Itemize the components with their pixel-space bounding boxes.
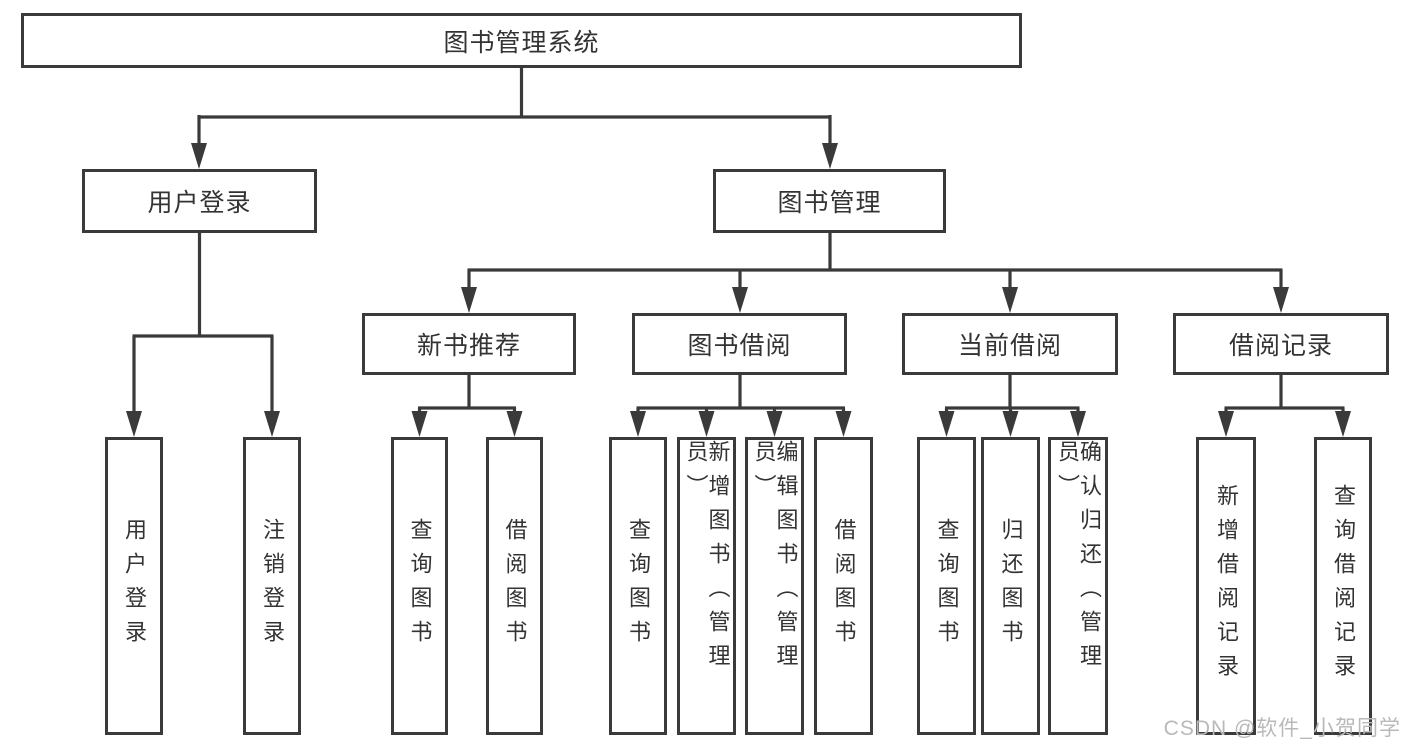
node-book-borrow-label: 图书借阅 [687,332,792,360]
leaf-confirm-return-admin: 确认归还（管理员） [1048,437,1108,735]
leaf-current-query-book: 查询图书 [917,437,976,735]
leaf-edit-book-admin: 编辑图书（管理员） [745,437,804,735]
node-borrow-record-label: 借阅记录 [1228,332,1333,360]
node-user-login: 用户登录 [82,169,317,233]
node-current-borrow-label: 当前借阅 [957,332,1062,360]
leaf-borrow-query-book-label: 查询图书 [626,518,651,654]
leaf-current-query-book-label: 查询图书 [934,518,960,654]
node-book-management: 图书管理 [713,169,946,233]
leaf-return-book-label: 归还图书 [998,518,1024,654]
leaf-borrow-query-book: 查询图书 [609,437,667,735]
leaf-logout: 注销登录 [243,437,301,735]
leaf-user-login-label: 用户登录 [122,518,147,654]
leaf-user-login: 用户登录 [105,437,163,735]
leaf-borrow-book: 借阅图书 [814,437,873,735]
node-new-book-recommend-label: 新书推荐 [416,332,521,360]
leaf-add-borrow-record-label: 新增借阅记录 [1214,484,1239,688]
leaf-recommend-query-book-label: 查询图书 [407,518,433,654]
leaf-recommend-borrow-book: 借阅图书 [486,437,543,735]
arrowheads [126,143,1351,437]
node-new-book-recommend: 新书推荐 [362,313,576,375]
node-user-login-label: 用户登录 [147,189,252,217]
leaf-borrow-book-label: 借阅图书 [831,518,857,654]
leaf-confirm-return-admin-label: 确认归还（管理员） [1055,440,1102,678]
node-current-borrow: 当前借阅 [902,313,1118,375]
leaf-add-borrow-record: 新增借阅记录 [1196,437,1256,735]
leaf-add-book-admin: 新增图书（管理员） [677,437,736,735]
leaf-recommend-borrow-book-label: 借阅图书 [502,518,528,654]
leaf-edit-book-admin-label: 编辑图书（管理员） [751,440,799,678]
leaf-query-borrow-record: 查询借阅记录 [1314,437,1372,735]
leaf-query-borrow-record-label: 查询借阅记录 [1331,484,1356,688]
node-borrow-record: 借阅记录 [1173,313,1389,375]
node-book-borrow: 图书借阅 [632,313,847,375]
csdn-watermark: CSDN @软件_小贺同学 [1163,717,1401,740]
leaf-logout-label: 注销登录 [260,518,285,654]
leaf-add-book-admin-label: 新增图书（管理员） [683,440,731,678]
node-library-system: 图书管理系统 [21,13,1022,68]
node-book-management-label: 图书管理 [777,189,882,217]
node-library-system-label: 图书管理系统 [443,28,600,57]
leaf-recommend-query-book: 查询图书 [391,437,448,735]
leaf-return-book: 归还图书 [981,437,1040,735]
